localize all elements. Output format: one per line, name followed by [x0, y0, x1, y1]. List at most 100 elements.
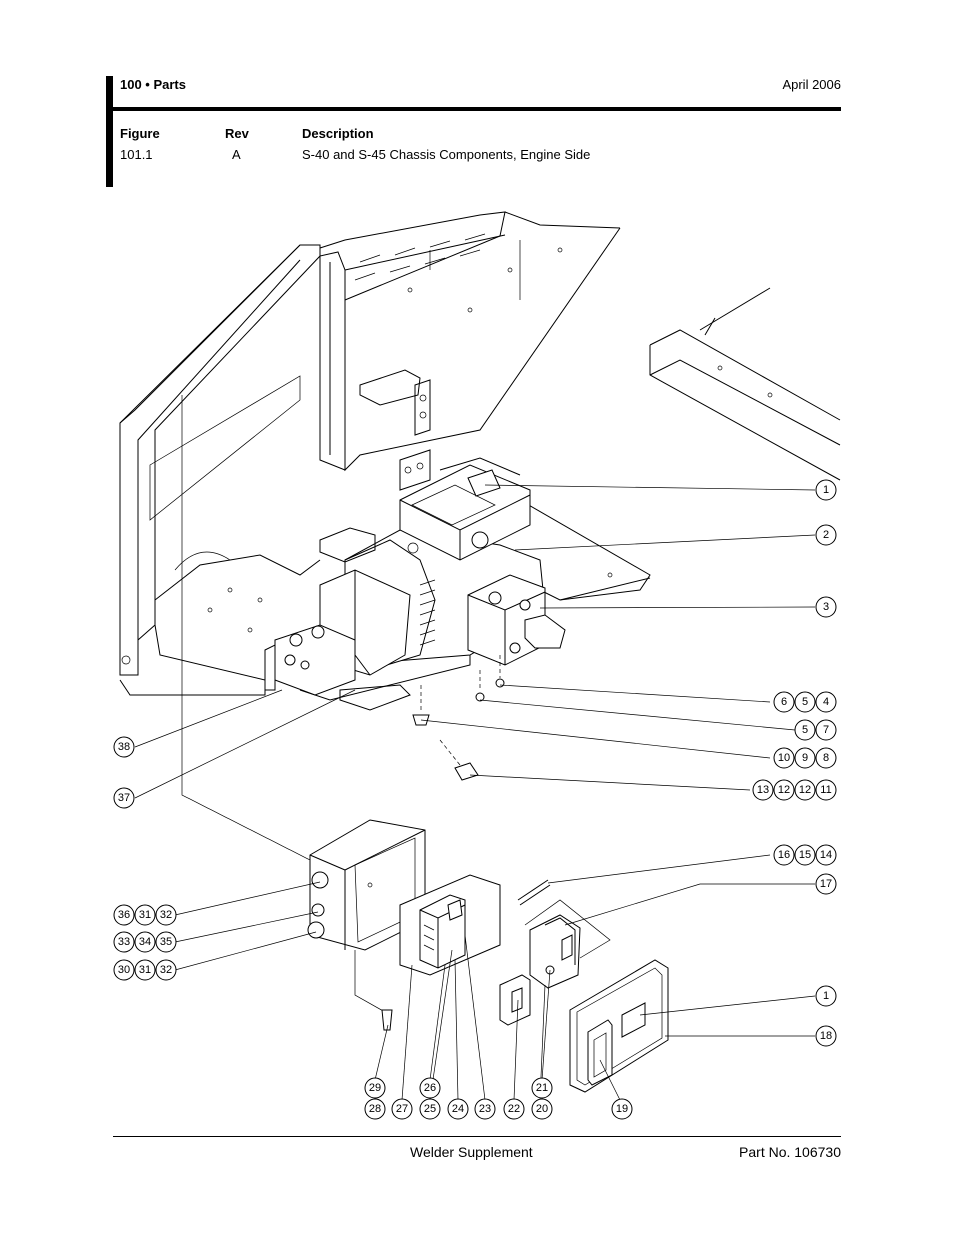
callout-17: 17: [815, 873, 837, 895]
svg-text:6: 6: [781, 696, 787, 708]
svg-text:15: 15: [799, 849, 811, 861]
svg-text:18: 18: [820, 1030, 832, 1042]
svg-text:19: 19: [616, 1103, 628, 1115]
callout-1b: 1: [815, 985, 837, 1007]
callout-36: 36: [113, 904, 135, 926]
callout-32: 32: [155, 904, 177, 926]
callout-22: 22: [503, 1098, 525, 1120]
svg-text:12: 12: [799, 784, 811, 796]
header-side-bar: [106, 76, 113, 187]
svg-text:16: 16: [778, 849, 790, 861]
callout-21: 21: [531, 1077, 553, 1099]
col-rev-header: Rev: [225, 126, 249, 141]
svg-text:11: 11: [820, 784, 831, 796]
callout-24: 24: [447, 1098, 469, 1120]
col-figure-header: Figure: [120, 126, 160, 141]
callout-8: 8: [815, 747, 837, 769]
callout-20: 20: [531, 1098, 553, 1120]
callout-1: 1: [815, 479, 837, 501]
header-rule: [113, 107, 841, 111]
callout-35: 35: [155, 931, 177, 953]
callout-16: 16: [773, 844, 795, 866]
svg-text:13: 13: [757, 784, 769, 796]
chassis-drawing: [119, 211, 841, 701]
figure-description: S-40 and S-45 Chassis Components, Engine…: [302, 147, 591, 162]
svg-text:28: 28: [369, 1103, 381, 1115]
callout-5b: 5: [794, 719, 816, 741]
col-description-header: Description: [302, 126, 374, 141]
callout-28: 28: [364, 1098, 386, 1120]
svg-text:7: 7: [823, 724, 829, 736]
svg-text:3: 3: [823, 601, 829, 613]
callout-34: 34: [134, 931, 156, 953]
callout-12: 12: [773, 779, 795, 801]
svg-text:32: 32: [160, 909, 172, 921]
svg-text:1: 1: [823, 990, 829, 1002]
section-title: 100 • Parts: [120, 77, 186, 92]
svg-text:25: 25: [424, 1103, 436, 1115]
callout-27: 27: [391, 1098, 413, 1120]
svg-text:14: 14: [820, 849, 832, 861]
callout-32b: 32: [155, 959, 177, 981]
callout-19: 19: [611, 1098, 633, 1120]
callout-14: 14: [815, 844, 837, 866]
callout-18: 18: [815, 1025, 837, 1047]
revision-date: April 2006: [782, 77, 841, 92]
figure-number: 101.1: [120, 147, 153, 162]
callout-12b: 12: [794, 779, 816, 801]
svg-text:24: 24: [452, 1103, 464, 1115]
svg-text:34: 34: [139, 936, 151, 948]
svg-text:1: 1: [823, 484, 829, 496]
svg-text:9: 9: [802, 752, 808, 764]
callout-23: 23: [474, 1098, 496, 1120]
svg-text:30: 30: [118, 964, 130, 976]
callout-15: 15: [794, 844, 816, 866]
callout-31b: 31: [134, 959, 156, 981]
callout-33: 33: [113, 931, 135, 953]
callout-2: 2: [815, 524, 837, 546]
svg-text:32: 32: [160, 964, 172, 976]
part-number: Part No. 106730: [739, 1144, 841, 1160]
svg-text:38: 38: [118, 741, 130, 753]
svg-text:2: 2: [823, 529, 829, 541]
svg-text:4: 4: [823, 696, 829, 708]
callout-9: 9: [794, 747, 816, 769]
svg-text:37: 37: [118, 792, 130, 804]
svg-text:21: 21: [536, 1082, 548, 1094]
svg-text:33: 33: [118, 936, 130, 948]
svg-text:36: 36: [118, 909, 130, 921]
publication-title: Welder Supplement: [410, 1144, 533, 1160]
svg-text:22: 22: [508, 1103, 520, 1115]
control-box-drawing: [181, 395, 669, 1093]
callout-4: 4: [815, 691, 837, 713]
svg-text:5: 5: [802, 724, 808, 736]
svg-text:27: 27: [396, 1103, 408, 1115]
callout-25: 25: [419, 1098, 441, 1120]
svg-text:29: 29: [369, 1082, 381, 1094]
callout-38: 38: [113, 736, 135, 758]
callout-3: 3: [815, 596, 837, 618]
callout-6: 6: [773, 691, 795, 713]
callout-26: 26: [419, 1077, 441, 1099]
svg-text:10: 10: [778, 752, 790, 764]
callout-13: 13: [752, 779, 774, 801]
svg-text:20: 20: [536, 1103, 548, 1115]
svg-text:31: 31: [139, 909, 151, 921]
callout-30: 30: [113, 959, 135, 981]
svg-text:26: 26: [424, 1082, 436, 1094]
callout-11: 11: [815, 779, 837, 801]
generator-drawing: [264, 457, 566, 781]
figure-rev: A: [232, 147, 241, 162]
svg-text:23: 23: [479, 1103, 491, 1115]
callout-31: 31: [134, 904, 156, 926]
svg-text:8: 8: [823, 752, 829, 764]
callout-5: 5: [794, 691, 816, 713]
svg-text:31: 31: [139, 964, 151, 976]
svg-text:5: 5: [802, 696, 808, 708]
callout-7: 7: [815, 719, 837, 741]
leader-lines: [134, 484, 816, 1101]
footer-rule: [113, 1136, 841, 1137]
svg-text:17: 17: [820, 878, 832, 890]
svg-text:35: 35: [160, 936, 172, 948]
